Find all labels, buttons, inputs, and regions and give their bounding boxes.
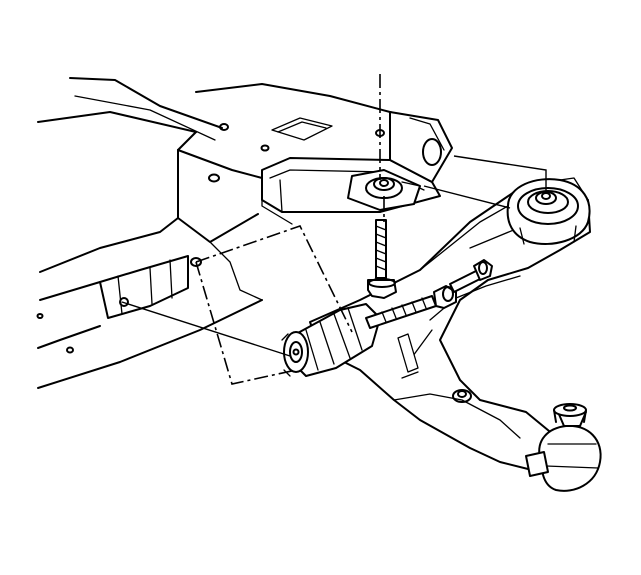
vertical-mounting-bolt xyxy=(367,219,397,299)
front-bushing xyxy=(506,178,591,245)
horizontal-mounting-bolt xyxy=(365,285,457,329)
rear-bushing xyxy=(281,303,381,377)
ball-joint xyxy=(525,403,602,492)
alignment-lines xyxy=(195,74,385,385)
small-bolt xyxy=(449,259,493,293)
mounting-bracket xyxy=(261,111,453,213)
leader-lines xyxy=(121,155,547,357)
